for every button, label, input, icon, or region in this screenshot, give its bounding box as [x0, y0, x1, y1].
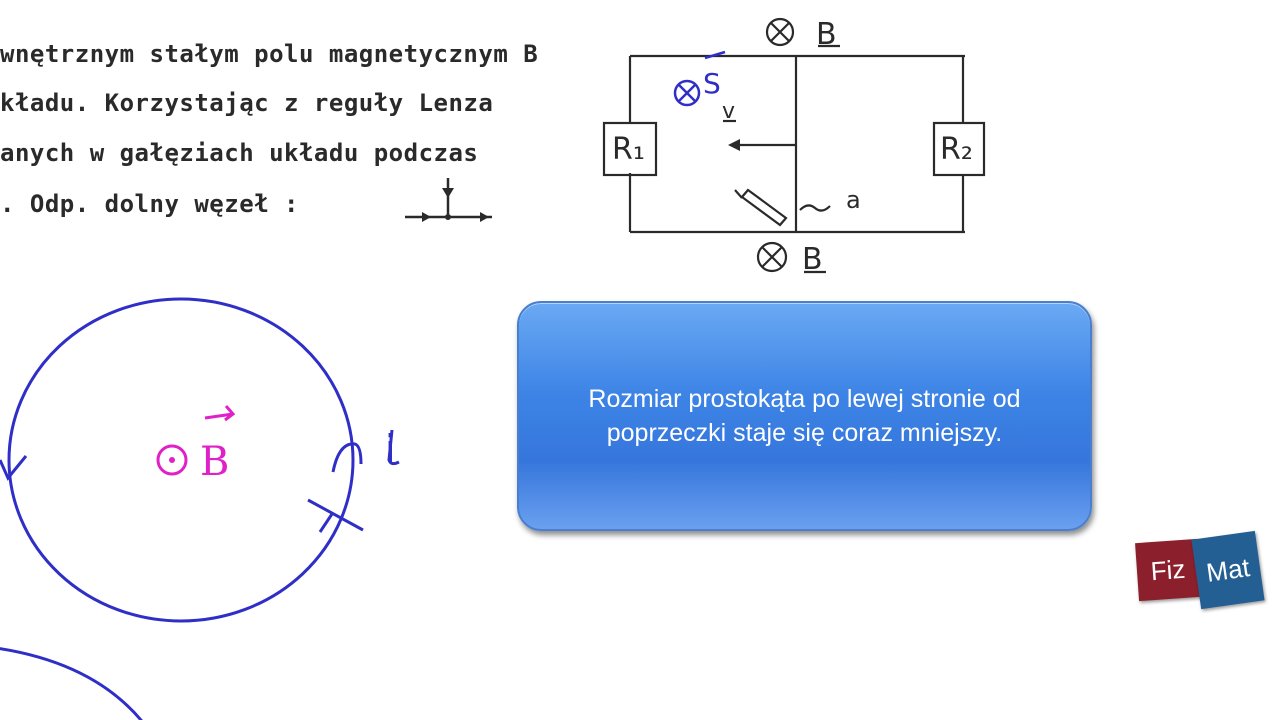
problem-text-line-1: wnętrznym stałym polu magnetycznym B	[0, 40, 539, 68]
logo-fiz-text: Fiz	[1149, 553, 1187, 586]
surface-label: S	[703, 67, 721, 100]
logo-mat-tile: Mat	[1191, 530, 1265, 610]
node-symbol	[405, 178, 492, 222]
caption-box: Rozmiar prostokąta po lewej stronie od p…	[517, 301, 1092, 531]
handwritten-drawing: B i	[0, 297, 400, 720]
second-loop-arc	[0, 647, 143, 720]
logo-mat-text: Mat	[1204, 551, 1252, 588]
fizmat-logo: Fiz Mat	[1134, 530, 1265, 613]
annotation-field-label: B	[200, 439, 229, 485]
problem-text-line-3: anych w gałęziach układu podczas	[0, 139, 479, 167]
annotation-current-label: i	[385, 427, 396, 471]
resistor-2-label: R₂	[940, 132, 973, 167]
current-stroke	[387, 429, 400, 466]
right-direction-arrow	[331, 442, 363, 473]
field-out-icon	[156, 444, 188, 476]
velocity-label: v	[722, 99, 735, 124]
problem-text-line-4: . Odp. dolny węzeł :	[0, 190, 299, 218]
loop-circle	[7, 297, 355, 623]
left-direction-arrow	[0, 455, 28, 481]
surface-symbol	[673, 50, 726, 107]
field-label-bottom: B	[802, 242, 823, 277]
circuit-diagram: B B S v R₁ R₂ a	[602, 17, 986, 277]
caption-text: Rozmiar prostokąta po lewej stronie od p…	[588, 385, 1021, 447]
vector-arrow-icon	[204, 405, 236, 422]
field-label-top: B	[816, 17, 837, 52]
resistor-1-label: R₁	[612, 132, 645, 167]
problem-text-line-2: kładu. Korzystając z reguły Lenza	[0, 89, 494, 117]
velocity-arrow-head	[728, 139, 740, 151]
wire-label: a	[846, 186, 861, 214]
direction-mark	[307, 498, 364, 533]
logo-fiz-tile: Fiz	[1135, 538, 1201, 602]
